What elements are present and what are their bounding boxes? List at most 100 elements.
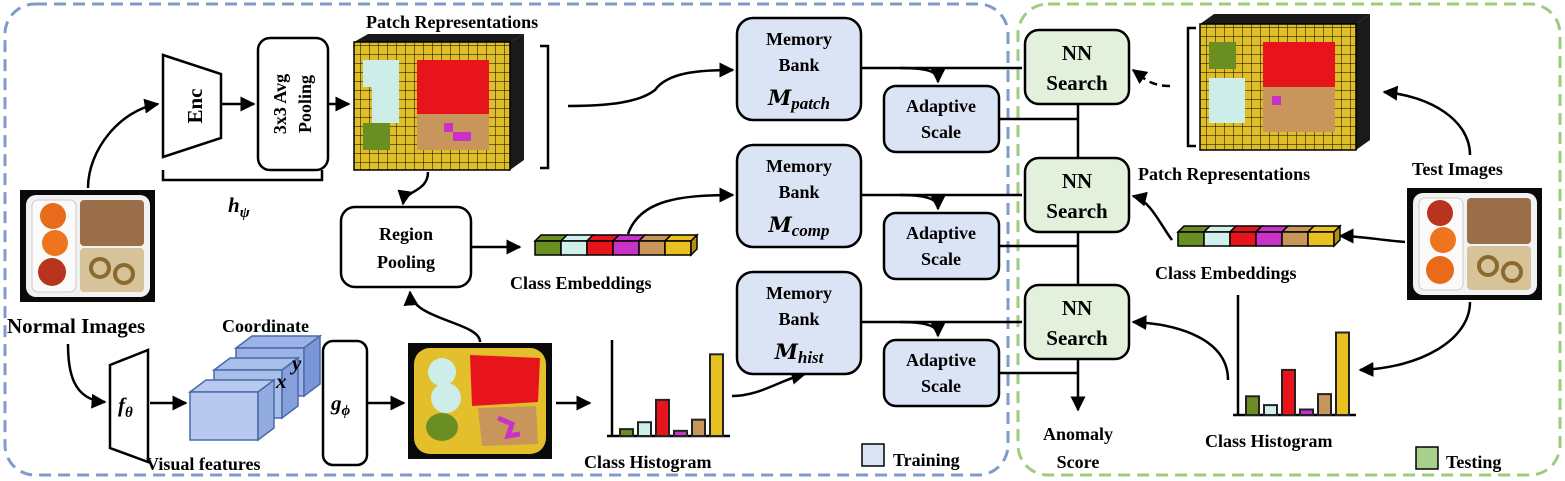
- avg-pooling-label-1: 3x3 Avg: [270, 74, 290, 134]
- arrow-test-image-to-patches: [1382, 85, 1472, 156]
- svg-text:Adaptive: Adaptive: [906, 350, 976, 370]
- adaptive-scale-3: Adaptive Scale: [882, 338, 1001, 408]
- histogram-bar: [1263, 404, 1278, 417]
- embedding-cell: [638, 240, 666, 256]
- arrow-embeddings-to-nn-search-2: [1131, 191, 1174, 241]
- memory-bank-patch: Memory Bank Mpatch: [735, 16, 863, 122]
- arrow-histogram-to-nn-search-3: [1131, 315, 1230, 381]
- histogram-bar: [1245, 395, 1260, 416]
- class-embeddings-left-label: Class Embeddings: [510, 273, 652, 293]
- anomaly-score-label-2: Score: [1057, 452, 1100, 472]
- embedding-cell: [1255, 231, 1283, 247]
- arrow-segmentation-to-region-pooling: [403, 290, 482, 343]
- g-phi-block: [321, 339, 369, 467]
- testing-legend-label: Testing: [1446, 452, 1501, 472]
- anomaly-score-label-1: Anomaly: [1043, 424, 1113, 444]
- svg-text:Mcomp: Mcomp: [767, 212, 829, 240]
- embedding-cell: [1177, 231, 1205, 247]
- class-histogram-left: [607, 340, 730, 438]
- embedding-cell: [1203, 231, 1231, 247]
- arrow-patches-to-nn-search-1: [1131, 68, 1171, 88]
- patch-grid-left: [353, 34, 524, 171]
- coord-y-label: y: [289, 351, 302, 375]
- normal-image: [20, 190, 155, 302]
- class-histogram-left-label: Class Histogram: [584, 452, 712, 472]
- svg-text:Memory: Memory: [766, 156, 832, 176]
- arrow-histogram-to-memory-hist: [731, 369, 807, 398]
- histogram-bar: [1317, 393, 1332, 417]
- visual-features-label: Visual features: [146, 454, 261, 474]
- svg-text:NN: NN: [1062, 296, 1092, 320]
- embedding-cell: [560, 240, 588, 256]
- arrow-patches-to-region-pooling: [397, 171, 430, 206]
- patch-grid-right: [1199, 14, 1370, 151]
- coord-x-label: x: [275, 369, 287, 393]
- svg-text:Memory: Memory: [766, 29, 832, 49]
- h-psi-bracket: [161, 170, 324, 182]
- embedding-cell: [1307, 231, 1335, 247]
- histogram-bar: [709, 353, 724, 437]
- arrow-memory-patch-to-adaptive: [899, 66, 946, 84]
- region-pooling-label-2: Pooling: [377, 252, 435, 272]
- memory-bank-comp: Memory Bank Mcomp: [735, 143, 863, 249]
- class-embeddings-left: [533, 233, 699, 257]
- testing-region-border: [1016, 2, 1562, 477]
- histogram-bar: [619, 428, 634, 437]
- patch-bracket-right: [1186, 26, 1196, 148]
- histogram-bar: [655, 398, 670, 438]
- avg-pooling-label-2: Pooling: [295, 75, 315, 133]
- h-psi-label: hψ: [228, 193, 251, 221]
- visual-features-stack: [187, 334, 323, 442]
- testing-legend-swatch: [1415, 446, 1439, 470]
- coordinate-label: Coordinate: [222, 316, 309, 336]
- f-theta-block: [108, 348, 150, 464]
- svg-text:Scale: Scale: [921, 122, 961, 142]
- region-pooling-label-1: Region: [379, 224, 433, 244]
- normal-images-label: Normal Images: [7, 314, 145, 338]
- arrow-memory-hist-to-adaptive: [899, 320, 946, 338]
- patch-representations-left-label: Patch Representations: [366, 12, 538, 32]
- embedding-cell: [586, 240, 614, 256]
- histogram-bar: [673, 429, 688, 437]
- class-histogram-right: [1233, 295, 1356, 417]
- memory-bank-hist: Memory Bank Mhist: [735, 270, 863, 376]
- nn-search-2: NN Search: [1023, 156, 1131, 234]
- svg-text:Search: Search: [1046, 71, 1108, 95]
- svg-text:Bank: Bank: [778, 182, 819, 202]
- class-embeddings-right: [1176, 224, 1342, 248]
- svg-text:NN: NN: [1062, 169, 1092, 193]
- avg-pooling-block: [256, 36, 330, 172]
- svg-text:Scale: Scale: [921, 249, 961, 269]
- encoder-block: [161, 53, 223, 159]
- training-region-border: [3, 2, 1010, 477]
- embedding-cell: [612, 240, 640, 256]
- patch-bracket-left: [540, 44, 550, 170]
- encoder-label: Enc: [183, 88, 207, 123]
- f-theta-label: fθ: [118, 393, 133, 421]
- arrow-normal-images-to-f-theta: [66, 343, 107, 409]
- svg-text:Adaptive: Adaptive: [906, 96, 976, 116]
- test-images-label: Test Images: [1412, 159, 1503, 179]
- embedding-cell: [534, 240, 562, 256]
- histogram-bar: [1281, 368, 1296, 416]
- histogram-bar: [637, 421, 652, 437]
- svg-text:Mhist: Mhist: [774, 339, 825, 367]
- histogram-bar: [1299, 408, 1314, 416]
- embedding-side: [1333, 224, 1341, 248]
- arrow-patches-to-memory-patch: [567, 62, 735, 108]
- svg-text:Adaptive: Adaptive: [906, 223, 976, 243]
- arrow-test-image-to-embeddings: [1338, 228, 1406, 244]
- arrow-image-to-encoder: [86, 98, 160, 189]
- test-image: [1407, 188, 1542, 300]
- adaptive-scale-1: Adaptive Scale: [882, 84, 1001, 154]
- embedding-side: [690, 233, 698, 257]
- g-phi-label: gϕ: [330, 391, 351, 419]
- svg-text:Search: Search: [1046, 326, 1108, 350]
- svg-text:Bank: Bank: [778, 55, 819, 75]
- histogram-bar: [1335, 331, 1350, 416]
- training-legend-swatch: [861, 443, 885, 467]
- embedding-cell: [1229, 231, 1257, 247]
- svg-text:Bank: Bank: [778, 309, 819, 329]
- segmentation-map: [408, 343, 552, 459]
